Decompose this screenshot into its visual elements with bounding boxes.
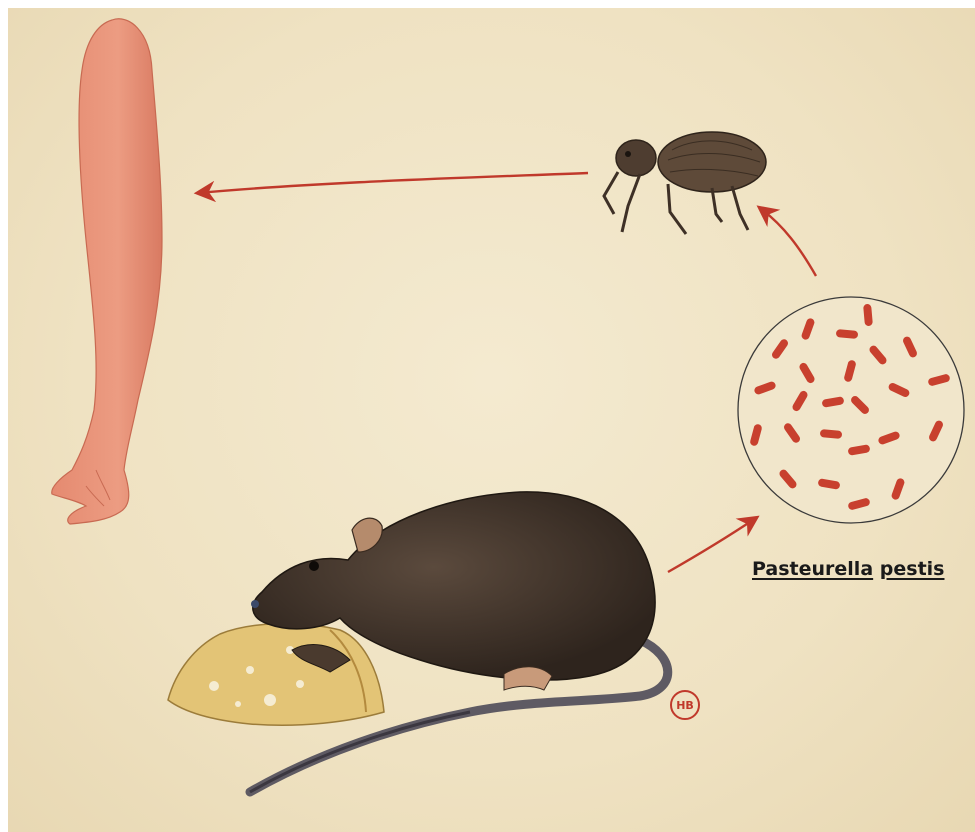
bacteria-circle-icon <box>738 297 964 523</box>
bread-icon <box>168 624 384 726</box>
arrow-flea-to-human <box>198 173 588 193</box>
artist-signature: HB <box>670 690 700 720</box>
species-label: Pasteurella pestis <box>752 558 944 580</box>
species-name: pestis <box>880 558 945 580</box>
genus-name: Pasteurella <box>752 558 873 580</box>
arrow-rat-to-bacteria <box>668 518 756 572</box>
flea-icon <box>604 132 766 234</box>
human-arm-icon <box>52 19 162 524</box>
arrow-bacteria-to-flea <box>760 208 816 276</box>
